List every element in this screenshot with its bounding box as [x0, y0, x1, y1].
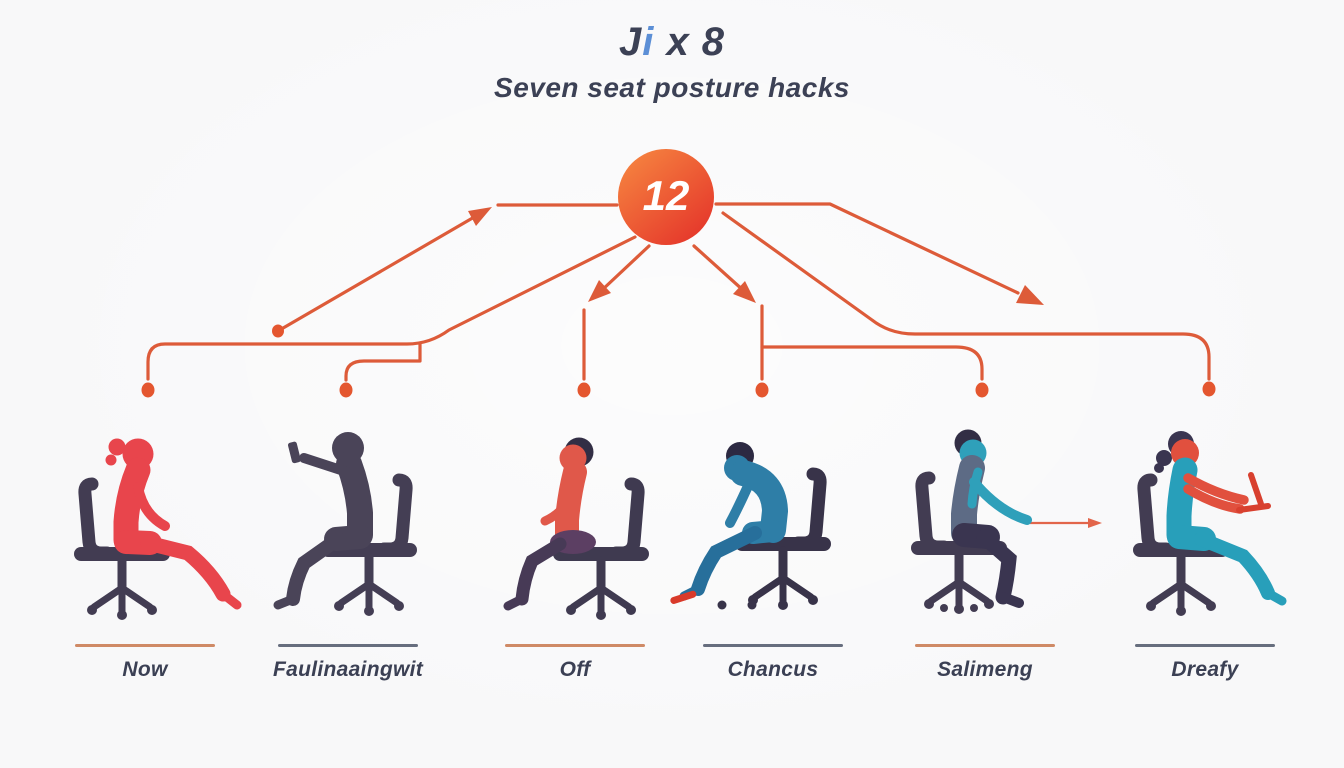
title-part-j: J [618, 20, 643, 64]
label-underline [505, 644, 645, 647]
wire-to-figure-6 [721, 211, 1211, 381]
label-text: Dreafy [1171, 658, 1239, 681]
wire-to-figure-2 [344, 342, 422, 382]
label-underline [278, 644, 418, 647]
label-underline [703, 644, 843, 647]
arrowhead-down-left-icon [588, 280, 611, 302]
posture-figure-6 [1104, 416, 1304, 631]
figure-label-4: Chancus [663, 644, 883, 682]
posture-figure-3 [478, 420, 678, 635]
label-underline [915, 644, 1055, 647]
person-reaching-forward-icon [911, 429, 1032, 614]
title-part-rest: x 8 [654, 20, 726, 64]
figure-label-5: Salimeng [875, 644, 1095, 682]
node-dot [141, 382, 155, 398]
seated-person [105, 438, 242, 610]
label-underline [1135, 644, 1275, 647]
node-dot [577, 382, 591, 398]
wire-to-figure-3 [599, 244, 651, 293]
arrowhead-up-right-icon [468, 207, 492, 226]
red-object-icon [670, 590, 697, 604]
hub-badge-value: 12 [642, 172, 690, 219]
page-title: Ji x 8 [0, 20, 1344, 65]
label-text: Off [559, 658, 591, 681]
label-underline [75, 644, 215, 647]
wire-to-figure-5 [760, 345, 984, 381]
figure-label-6: Dreafy [1095, 644, 1315, 682]
node-dot [1202, 381, 1216, 397]
node-dot [272, 324, 284, 338]
wire-to-figure-4 [692, 244, 746, 293]
office-chair-icon [735, 467, 831, 610]
person-holding-laptop-icon [1133, 431, 1287, 616]
node-dot [975, 382, 989, 398]
label-text: Faulinaaingwit [272, 658, 424, 681]
seated-person [951, 429, 1032, 608]
phone-icon [287, 441, 301, 464]
person-holding-phone-icon [273, 432, 417, 616]
office-chair-icon [74, 477, 170, 620]
label-text: Chancus [727, 658, 819, 681]
wire-floating-arrow [714, 202, 1020, 295]
seated-person [1154, 431, 1287, 606]
posture-figure-2 [246, 416, 446, 631]
person-hunched-over-icon [670, 442, 831, 610]
label-text: Now [122, 658, 168, 681]
posture-figure-5 [882, 414, 1082, 629]
figure-label-1: Now [35, 644, 255, 682]
seated-person [503, 437, 596, 611]
page-subtitle: Seven seat posture hacks [494, 72, 850, 103]
label-text: Salimeng [937, 658, 1033, 681]
figure-label-2: Faulinaaingwit [238, 644, 458, 682]
arrowhead-down-right-icon [1016, 285, 1044, 305]
office-chair-icon [553, 477, 649, 620]
seated-person [273, 432, 373, 610]
arrowhead-right-icon [1088, 518, 1102, 528]
hub-badge: 12 [618, 149, 714, 245]
person-sitting-relaxed-icon [503, 437, 649, 620]
laptop-icon [1248, 472, 1264, 507]
title-part-i: i [642, 20, 655, 64]
node-dot [339, 382, 353, 398]
posture-figure-1 [45, 420, 245, 635]
wire-into-hub [276, 214, 478, 333]
wire-to-figure-1 [146, 235, 637, 381]
figure-label-3: Off [465, 644, 685, 682]
node-dot [755, 382, 769, 398]
posture-figure-4 [660, 410, 860, 625]
person-sitting-upright-icon [74, 438, 242, 620]
seated-person [670, 442, 789, 604]
arrowhead-down-right-icon [733, 281, 756, 303]
